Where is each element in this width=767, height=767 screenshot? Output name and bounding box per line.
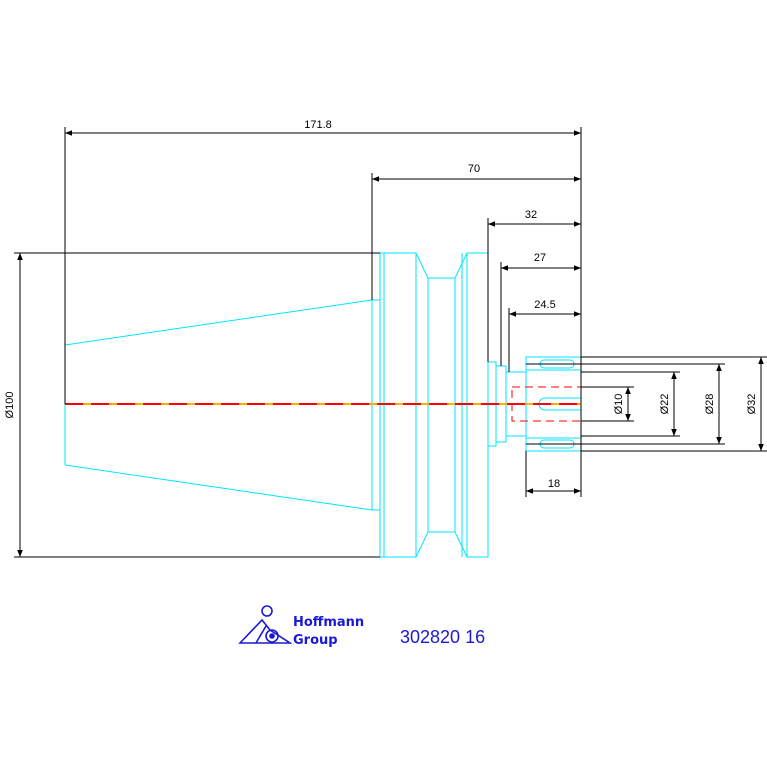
taper-outline-bottom xyxy=(64,464,380,511)
logo-text-line2: Group xyxy=(293,633,338,648)
dim-label-18: 18 xyxy=(548,478,560,490)
dim-label-dia-28: Ø28 xyxy=(704,394,716,415)
hoffmann-group-logo: Hoffmann Group xyxy=(238,605,364,648)
dim-label-dia-22: Ø22 xyxy=(659,394,671,415)
part-outline xyxy=(64,252,582,558)
dim-label-dia-100: Ø100 xyxy=(4,392,16,419)
taper-outline xyxy=(64,299,380,346)
dim-label-dia-10: Ø10 xyxy=(613,394,625,415)
dim-label-32: 32 xyxy=(525,209,537,221)
logo-text-line1: Hoffmann xyxy=(293,615,364,630)
dim-label-dia-32: Ø32 xyxy=(746,394,758,415)
dim-label-70: 70 xyxy=(468,163,480,175)
dimension-lines xyxy=(14,127,767,558)
dim-label-24-5: 24.5 xyxy=(534,299,555,311)
dim-label-171-8: 171.8 xyxy=(304,119,332,131)
logo-mark-icon xyxy=(238,605,293,644)
part-number: 302820 16 xyxy=(400,627,485,647)
dim-label-27: 27 xyxy=(534,252,546,264)
dimension-labels: 171.8 70 32 27 24.5 18 Ø100 Ø10 Ø22 Ø28 … xyxy=(4,119,758,490)
